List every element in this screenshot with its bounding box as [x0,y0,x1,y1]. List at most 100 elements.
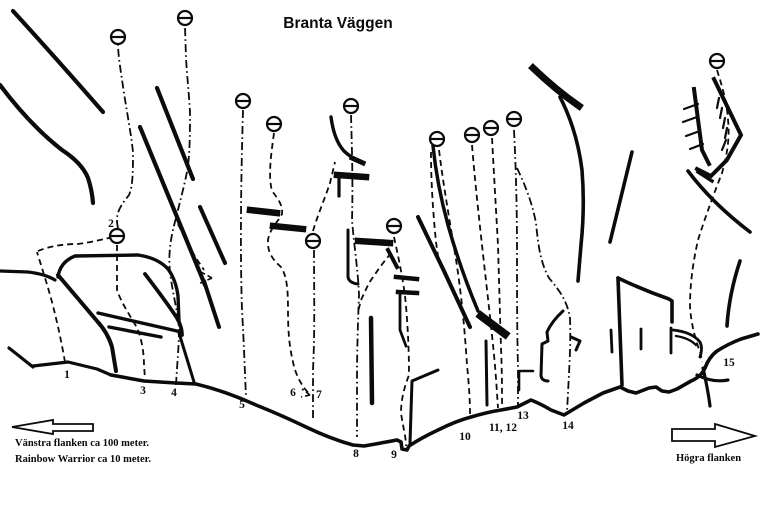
route-number-label-5: 5 [239,399,245,411]
anchor-bolt-icon-5 [108,227,126,245]
terrain-mid-diagonal-4 [202,279,221,329]
terrain-big-corner-line [558,95,586,283]
terrain-nine-vertical [408,368,440,445]
route-path-4-branch [177,223,205,271]
terrain-center-corner-curve [431,144,480,313]
bold-bold-wedge [475,310,511,340]
terrain-far-left-ledge [0,269,57,282]
terrain-under-hatch-curve [686,169,752,234]
route-number-label-1: 1 [64,369,70,381]
terrain-upper-left-diagonal-2 [0,82,96,206]
terrain-curve-above-L-roof [329,115,359,162]
anchor-bolt-icon-10 [482,119,500,137]
terrain-block-arch-1 [671,328,703,359]
terrain-block-small-vertical-2 [609,328,614,354]
route-path-3 [116,245,146,380]
hatch-tick-0 [682,102,700,111]
bold-features-layer [246,63,744,348]
terrain-base-ground-line [109,332,760,452]
terrain-mid-diagonal-2 [137,124,208,288]
flank-arrows-layer [11,418,759,449]
route-path-7 [312,249,316,420]
terrain-right-diagonal [608,150,634,244]
anchor-bolt-icon-4 [342,97,360,115]
route-path-10 [438,149,471,415]
terrain-right-paren-curve [725,259,742,328]
anchor-bolt-icon-6 [304,232,322,250]
bold-curve-end-tick [348,154,367,167]
anchor-bolt-icon-3 [265,115,283,133]
anchor-bolt-icon-7 [385,217,403,235]
hatch-ticks-layer [681,96,729,152]
route-path-2-upper [116,43,134,229]
mark-6-arrowhead [300,388,311,398]
bold-roof-bar-route6-b [269,222,307,233]
terrain-small-tick-14 [569,335,582,352]
route-number-label-9: 9 [391,449,397,461]
bold-hatch-rail-left [691,86,712,167]
anchor-bolt-icon-8 [428,130,446,148]
terrain-pillar-below-wedge [484,339,489,407]
left-flank-caption-line1: Vänstra flanken ca 100 meter. [15,438,149,449]
routes-layer [36,26,730,447]
route-path-10-left [430,151,440,264]
bold-hatch-foot [695,169,715,184]
anchor-bolt-icon-11 [505,110,523,128]
bold-hatch-rail-right [711,76,744,161]
route-path-8-9-connector [357,252,392,313]
route-number-label-4: 4 [171,387,177,399]
route-number-label-8: 8 [353,448,359,460]
hatch-tick-6 [721,116,727,130]
mark-4-arrowhead [197,270,213,285]
terrain-center-bold-vertical [368,315,375,406]
bold-hatch-chevron [694,158,729,179]
terrain-arc-below-15-b [701,366,712,408]
route-number-label-10: 10 [459,431,471,443]
terrain-left-bench [31,360,113,377]
terrain-hook-vertical [346,228,360,286]
bold-roof-bar-route6-a [246,206,281,217]
terrain-left-crack-to-ground [56,273,118,373]
route-path-5 [240,109,247,398]
hatch-tick-4 [715,96,721,110]
route-path-12 [491,137,503,407]
anchor-bolt-icon-2 [234,92,252,110]
hatch-tick-3 [688,142,705,151]
terrain-mid-diagonal-1 [154,85,196,182]
terrain-arc-below-15-a [695,373,730,383]
bold-small-bar-route10-a [393,274,420,282]
route-number-label-14: 14 [562,420,574,432]
route-path-8 [350,114,360,437]
terrain-upper-left-diagonal-1 [10,8,106,115]
right-flank-arrow-icon [671,422,759,449]
bold-roof-bar-route9 [354,237,394,247]
route-path-1 [36,251,66,363]
anchors-layer [108,9,726,250]
route-path-11 [471,144,499,409]
terrain-bracket-13 [517,369,535,392]
hatch-tick-7 [723,126,729,140]
bold-roof-diag-route9 [385,247,400,270]
route-number-label-1112: 11, 12 [489,422,517,434]
anchor-bolt-icon-12 [708,52,726,70]
route-path-6 [267,132,311,396]
route-number-label-6: 6 [290,387,296,399]
terrain-j-feature [539,309,565,383]
terrain-block-left-edge [616,276,624,387]
left-flank-arrow-icon [11,418,94,436]
terrain-center-diagonal [416,215,472,329]
hatch-tick-1 [681,115,699,124]
bold-top-center-bold-curve [528,63,584,111]
route-path-2-traverse [37,236,114,252]
terrain-crack-to-ground [177,331,196,384]
anchor-bolt-icon-0 [109,28,127,46]
route-path-7-upper [312,161,336,232]
route-number-label-13: 13 [517,410,529,422]
hatch-tick-8 [720,138,728,152]
terrain-parallel-crack-1 [96,311,179,333]
terrain-mid-diagonal-3 [198,205,227,265]
terrain-rounded-flake [56,253,181,324]
route-number-label-3: 3 [140,385,146,397]
